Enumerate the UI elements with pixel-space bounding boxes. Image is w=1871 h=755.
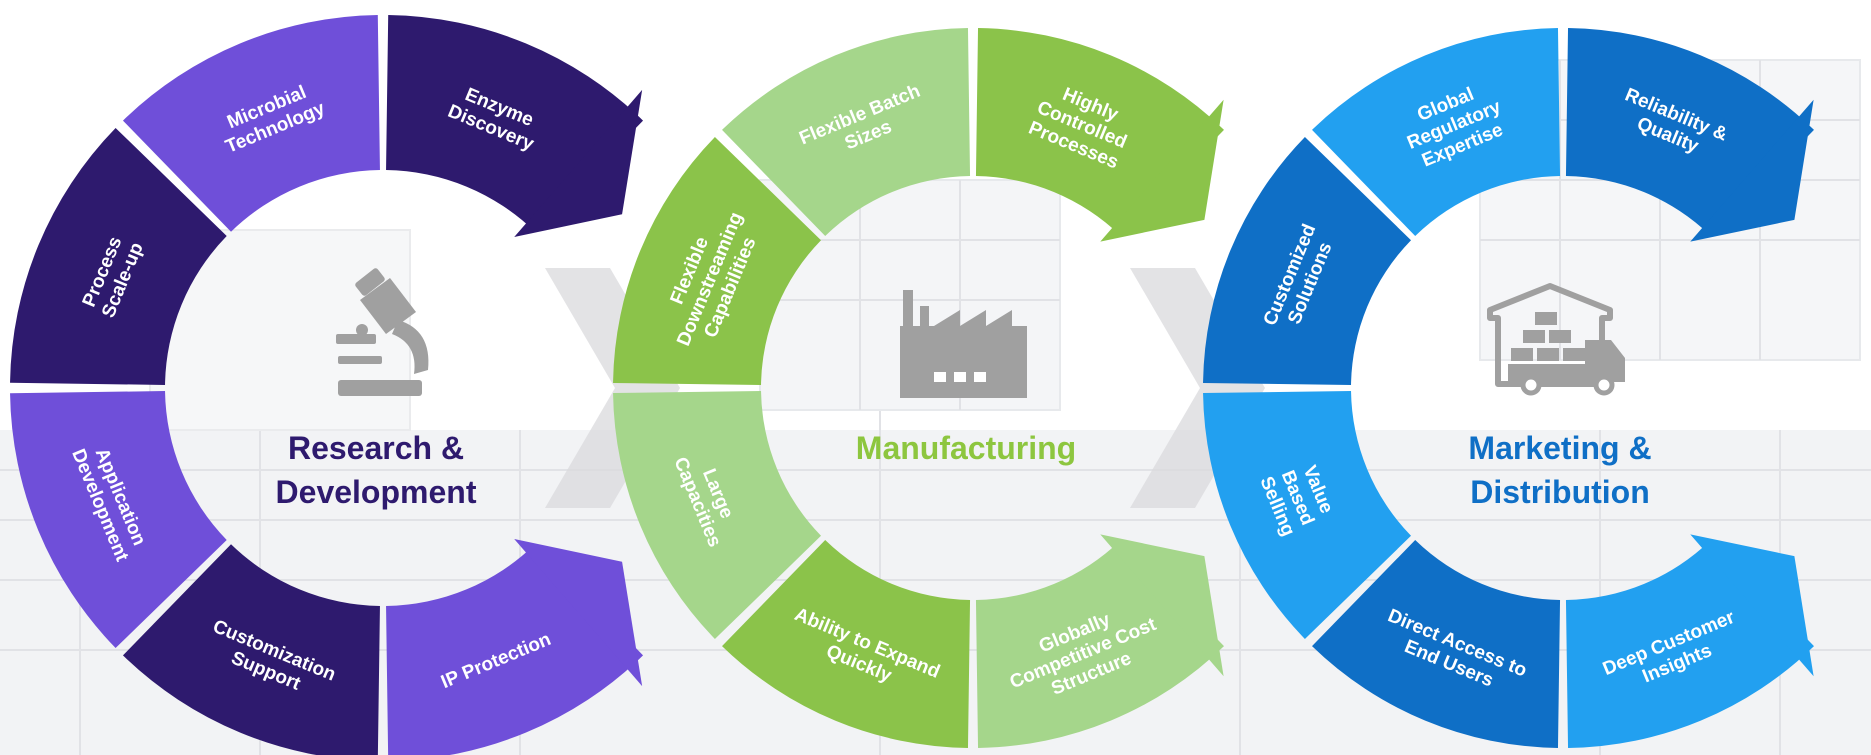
rd-segment-6-arrowhead [514, 538, 643, 687]
mfg-segment-5 [722, 539, 971, 748]
md-segment-4 [1203, 390, 1412, 639]
rd-ring [10, 15, 644, 755]
md-segment-4-label: ValueBasedSelling [1255, 457, 1339, 539]
stage-marketing-distribution: Reliability &QualityGlobalRegulatoryExpe… [1203, 28, 1814, 748]
md-segment-3 [1203, 137, 1412, 386]
mfg-segment-3 [613, 137, 822, 386]
rd-segment-4 [10, 391, 227, 649]
mfg-segment-1-arrowhead [1100, 99, 1224, 242]
factory-icon [900, 290, 1027, 398]
mfg-title-line-1: Manufacturing [856, 430, 1076, 466]
rd-segment-3 [10, 127, 227, 385]
warehouse-truck-icon [1487, 283, 1625, 396]
md-segment-2 [1312, 28, 1561, 237]
connector-chevron-2 [1130, 268, 1265, 508]
rd-title-line-1: Research & [288, 430, 464, 466]
md-title-line-1: Marketing & [1468, 430, 1651, 466]
stage-research-development: EnzymeDiscoveryMicrobialTechnologyProces… [10, 15, 644, 755]
rd-title-line-2: Development [276, 474, 477, 510]
md-segment-6-arrowhead [1690, 534, 1814, 677]
rd-segment-2 [122, 15, 380, 232]
md-ring [1203, 28, 1814, 748]
connector-chevron-1 [545, 268, 680, 508]
mfg-segment-6-arrowhead [1100, 534, 1224, 677]
mfg-segment-2 [722, 28, 971, 237]
mfg-segment-4 [613, 390, 822, 639]
md-segment-1-arrowhead [1690, 99, 1814, 242]
microscope-icon [336, 268, 429, 396]
md-title-line-2: Distribution [1470, 474, 1650, 510]
mfg-ring [613, 28, 1224, 748]
rd-segment-1-arrowhead [514, 89, 643, 238]
md-segment-5 [1312, 539, 1561, 748]
rd-segment-5 [122, 544, 380, 755]
